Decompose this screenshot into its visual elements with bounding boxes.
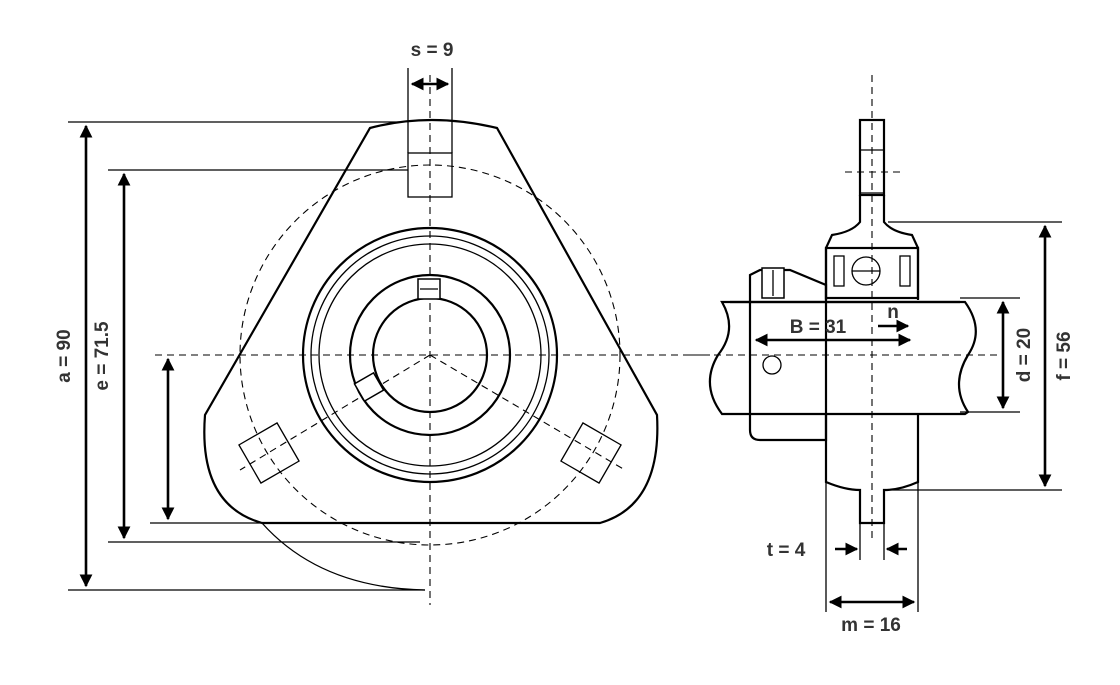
housing-neck (824, 195, 920, 300)
housing-ring-outer (301, 226, 559, 484)
housing-lower (824, 414, 920, 525)
d-dimension-label: d = 20 (1014, 328, 1035, 382)
s-dimension-label: s = 9 (411, 40, 454, 61)
bearing-housing-upper (824, 246, 920, 300)
seal-right (899, 255, 911, 287)
housing-ring-2 (310, 235, 550, 475)
m-dimension-label: m = 16 (841, 615, 901, 636)
front-view: s = 9 a = 90 e = 71.5 (54, 40, 710, 605)
B-dimension-label: B = 31 (790, 317, 847, 338)
collar-ring (348, 273, 512, 437)
locking-collar (748, 268, 828, 442)
side-view: B = 31 n d = 20 f = 56 t = 4 m = 16 (690, 75, 1075, 636)
n-dimension-label: n (887, 302, 899, 323)
bolt-hole-top (407, 152, 453, 198)
e-dimension-label: e = 71.5 (92, 321, 113, 391)
shaft (708, 300, 977, 416)
seal-left (833, 255, 845, 287)
grub-screw-left (353, 371, 385, 403)
flange-swing-arc (261, 522, 426, 591)
flange-tab-top (858, 118, 886, 197)
diagonal-centerline-right (429, 354, 626, 471)
f-dimension-label: f = 56 (1054, 331, 1075, 380)
bolt-hole-left (238, 422, 300, 484)
collar-hole (762, 355, 782, 375)
flange-outline (203, 118, 659, 525)
a-dimension-label: a = 90 (54, 329, 75, 382)
housing-ring-3 (318, 243, 542, 467)
bolt-hole-right (560, 422, 622, 484)
t-dimension-label: t = 4 (767, 540, 806, 561)
